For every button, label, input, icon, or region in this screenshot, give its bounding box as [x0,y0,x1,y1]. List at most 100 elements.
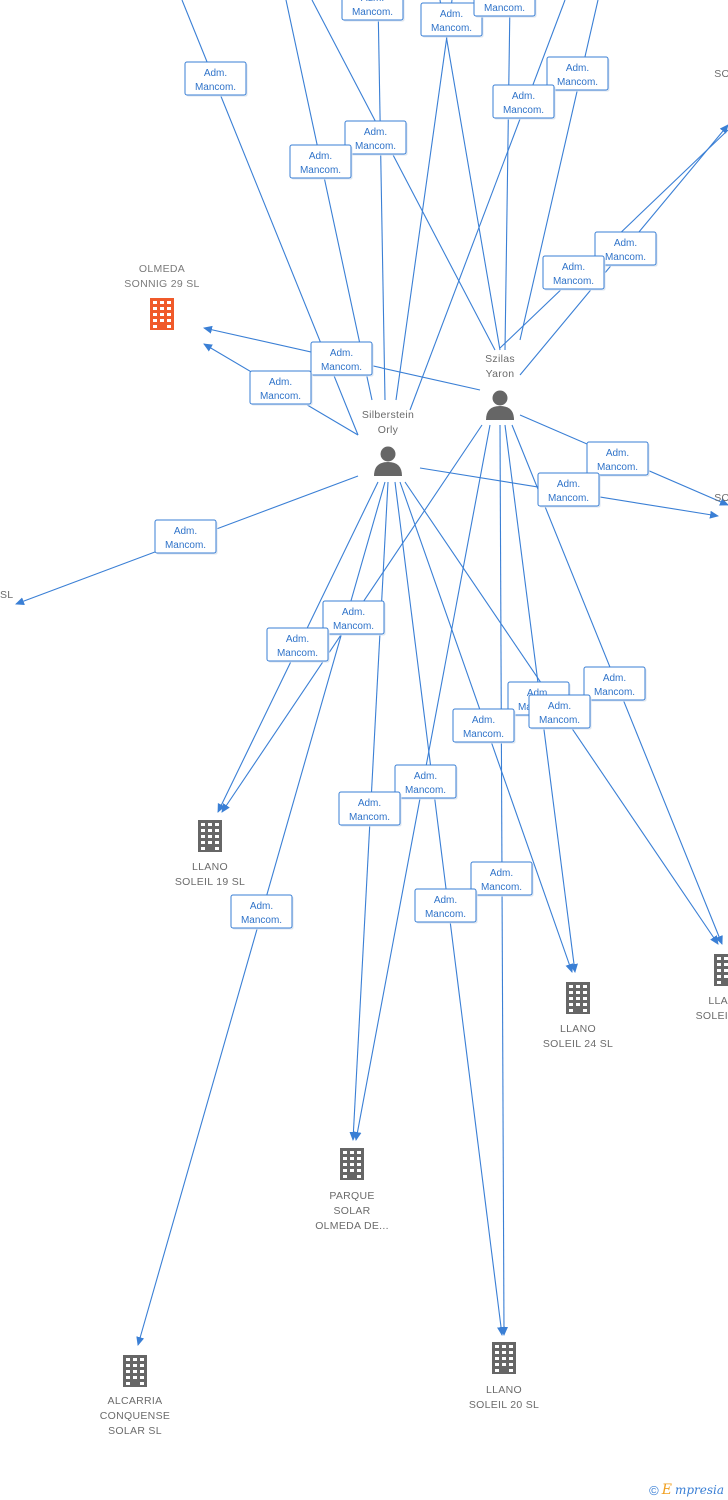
badge-line1: Adm. [527,688,550,699]
company-label-parque-line-1: PARQUE [329,1190,374,1202]
badge-line1: Adm. [614,238,637,249]
badge-line2: Mancom. [557,77,598,88]
building-icon [714,954,728,986]
edge-4 [395,0,453,401]
company-label-alcarria-line-2: CONQUENSE [100,1410,170,1422]
adm-mancom-badge-13[interactable]: Adm.Mancom. [537,472,601,508]
adm-mancom-badge-0[interactable]: Adm. Mancom. [341,0,405,22]
badge-line1: Adm. [606,448,629,459]
badge-line1: Adm. [286,634,309,645]
company-node-soTop[interactable]: SO [714,68,728,80]
building-icon [123,1355,147,1387]
badge-line2: Mancom. [352,7,393,18]
badge-line2: Mancom. [605,252,646,263]
copyright-symbol: © [649,1482,659,1498]
badge-line2: Mancom. [333,621,374,632]
company-label-parque-line-2: SOLAR [333,1205,370,1217]
badge-line1: Adm. [204,68,227,79]
adm-mancom-badge-7[interactable]: Adm.Mancom. [289,144,353,180]
company-label-llano19-line-1: LLANO [192,861,228,873]
adm-mancom-badge-20[interactable]: Adm. Mancom. [528,694,592,730]
adm-mancom-badge-1[interactable]: Adm.Mancom. [420,2,484,38]
badge-line2: Mancom. [321,362,362,373]
adm-mancom-badge-3[interactable]: Adm. Mancom. [184,61,248,97]
badge-line1: Adm. [269,377,292,388]
edge-7 [409,0,566,411]
adm-mancom-badge-15[interactable]: Adm. Mancom. [322,600,386,636]
person-label-szilas-line-2: Yaron [486,368,515,380]
person-icon [374,446,402,476]
building-icon [150,298,174,330]
adm-mancom-badge-24[interactable]: Adm. Mancom. [414,888,478,924]
edge-1 [285,0,373,401]
badge-line1: Adm. [603,673,626,684]
badge-line1: Adm. [472,715,495,726]
badge-line2: Mancom. [548,493,589,504]
company-label-slLeft-line-1: SL [0,589,13,601]
adm-mancom-badge-5[interactable]: Adm.Mancom. [492,84,556,120]
adm-mancom-badge-8[interactable]: Adm. Mancom. [594,231,658,267]
adm-mancom-badge-18[interactable]: Adm. Mancom. [583,666,647,702]
badge-line2: Mancom. [553,276,594,287]
company-node-alcarria[interactable]: ALCARRIA CONQUENSE SOLAR SL [100,1355,170,1437]
badge-line2: Mancom. [405,785,446,796]
badge-line2: Mancom. [195,82,236,93]
badge-line2: Mancom. [425,909,466,920]
badge-line2: Mancom. [277,648,318,659]
badge-line2: Mancom. [539,715,580,726]
adm-mancom-badge-6[interactable]: Adm.Mancom. [344,120,408,156]
badge-line1: Adm. [562,262,585,273]
company-label-llaRight-line-2: SOLEI [696,1010,728,1022]
adm-mancom-badge-21[interactable]: Adm.Mancom. [394,764,458,800]
company-label-alcarria-line-3: SOLAR SL [108,1425,162,1437]
badge-line2: Mancom. [241,915,282,926]
edge-2 [311,0,496,351]
badge-line1: Adm. [548,701,571,712]
company-node-soMid[interactable]: SO [714,492,728,504]
company-node-slLeft[interactable]: SL [0,589,13,601]
adm-mancom-badge-10[interactable]: Adm.Mancom. [310,341,374,377]
edge-3 [377,0,386,401]
adm-mancom-badge-4[interactable]: Adm. Mancom. [546,56,610,92]
badge-line2: Mancom. [463,729,504,740]
company-label-alcarria-line-1: ALCARRIA [108,1395,163,1407]
badge-line1: Adm. [512,91,535,102]
adm-mancom-badge-12[interactable]: Adm.Mancom. [586,441,650,477]
badge-line1: Adm. [174,526,197,537]
adm-mancom-badge-16[interactable]: Adm. Mancom. [266,627,330,663]
person-icon [486,390,514,420]
badge-line1: Adm. [250,901,273,912]
badge-line2: Mancom. [431,23,472,34]
badge-line1: Adm. [358,798,381,809]
building-icon [566,982,590,1014]
adm-mancom-badge-25[interactable]: Adm. Mancom. [230,894,294,930]
adm-mancom-badge-19[interactable]: Adm. Mancom. [452,708,516,744]
company-label-soTop-line-1: SO [714,68,728,80]
badge-line1: Adm. [434,895,457,906]
adm-mancom-badge-14[interactable]: Adm.Mancom. [154,519,218,555]
badge-line1: Adm. [364,127,387,138]
badge-line1: Adm. [566,63,589,74]
badge-line1: Adm. [342,607,365,618]
badge-line2: Mancom. [349,812,390,823]
badge-line2: Mancom. [594,687,635,698]
adm-mancom-badge-2[interactable]: Adm.Mancom. [473,0,537,18]
adm-mancom-badge-23[interactable]: Adm.Mancom. [470,861,534,897]
adm-mancom-badge-9[interactable]: Adm. Mancom. [542,255,606,291]
badge-line1: Adm. [361,0,384,4]
edge-6 [504,0,511,351]
edge-5 [439,0,501,351]
adm-mancom-badge-22[interactable]: Adm. Mancom. [338,791,402,827]
adm-mancom-badge-11[interactable]: Adm.Mancom. [249,370,313,406]
